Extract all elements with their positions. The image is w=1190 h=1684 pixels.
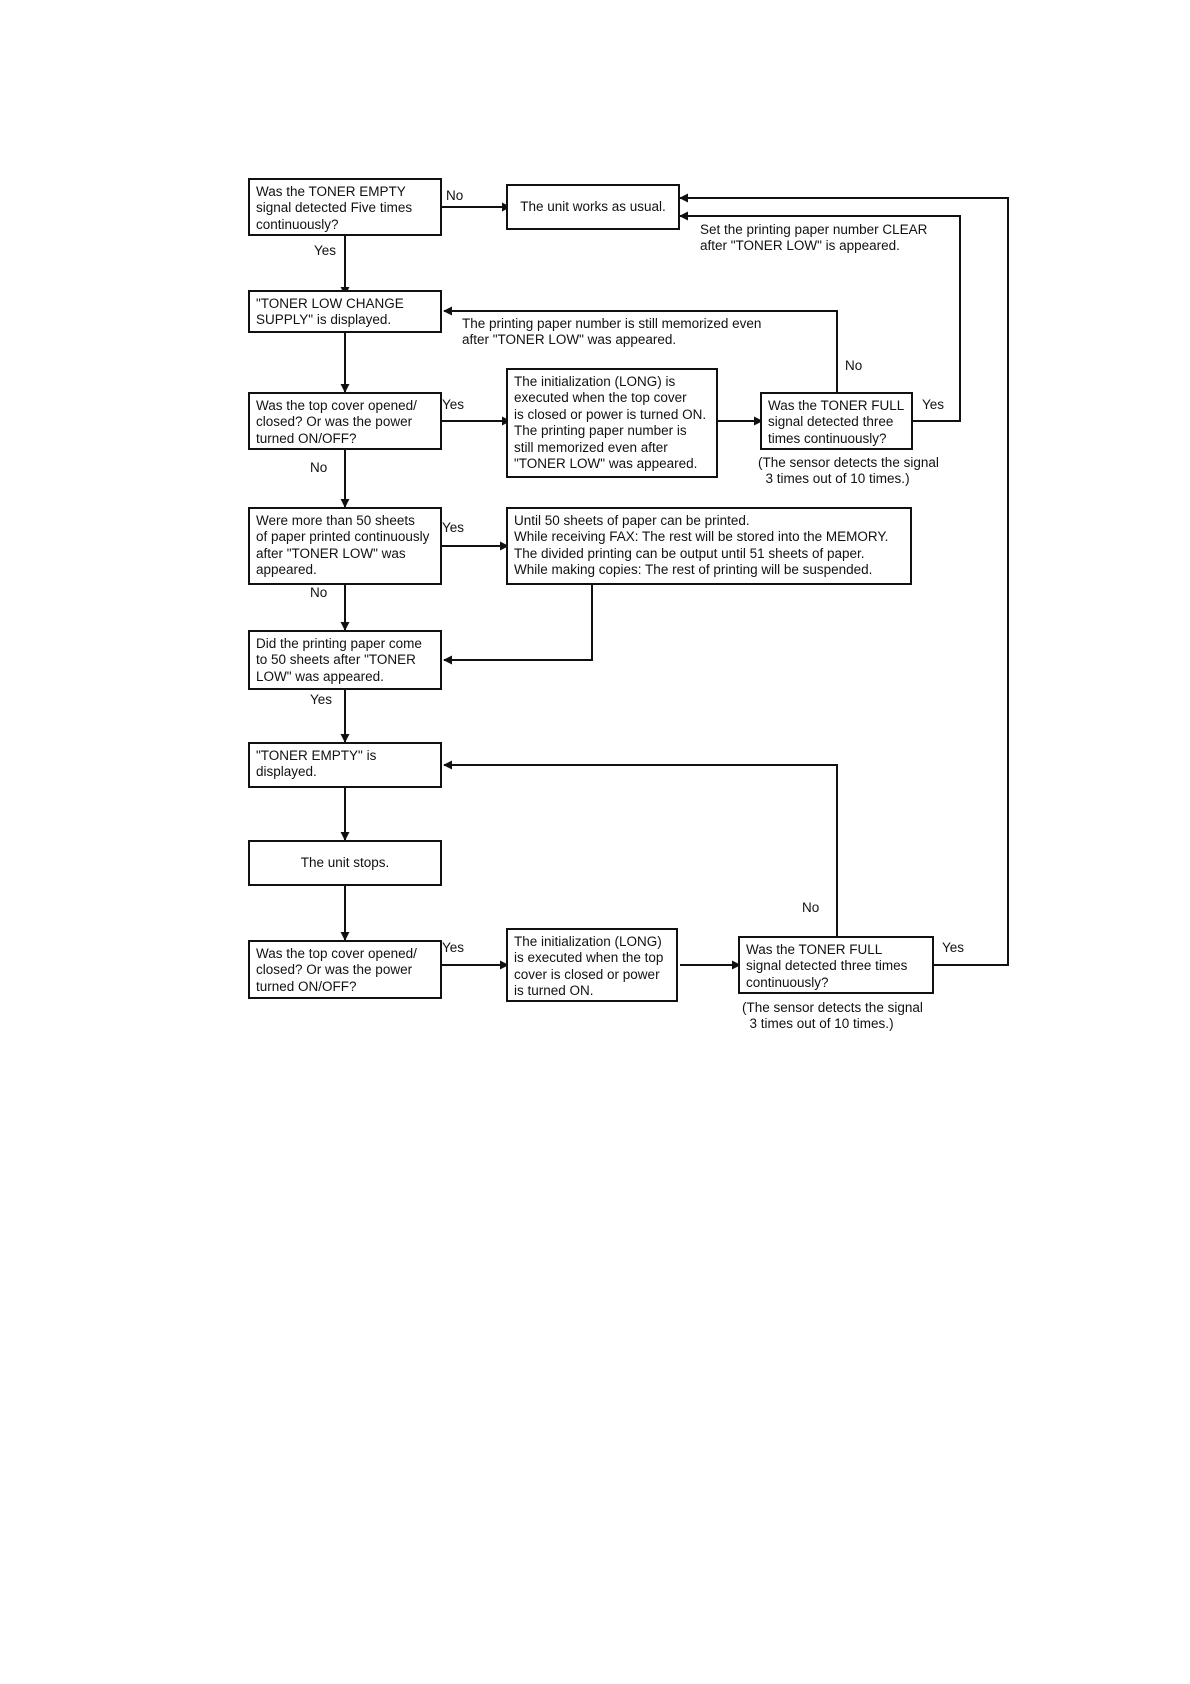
- toner-empty-displayed-box: "TONER EMPTY" is displayed.: [248, 742, 442, 788]
- sensor-note: (The sensor detects the signal 3 times o…: [742, 1000, 923, 1032]
- label-yes: Yes: [442, 940, 465, 955]
- cover-check-2-box: Was the top cover opened/ closed? Or was…: [248, 940, 442, 999]
- label-yes: Yes: [310, 692, 333, 707]
- toner-empty-check-box: Was the TONER EMPTY signal detected Five…: [248, 178, 442, 236]
- unit-stops-box: The unit stops.: [248, 840, 442, 886]
- label-no: No: [802, 900, 820, 915]
- cover-check-1-box: Was the top cover opened/ closed? Or was…: [248, 392, 442, 450]
- label-no: No: [845, 358, 863, 373]
- connector-full1-yes-to-works: [679, 211, 961, 422]
- label-yes: Yes: [442, 520, 465, 535]
- sensor-note: (The sensor detects the signal 3 times o…: [758, 455, 939, 487]
- connector-full2-yes-to-works: [679, 193, 1009, 966]
- toner-full-check-2-box: Was the TONER FULL signal detected three…: [738, 936, 934, 994]
- init-long-1-box: The initialization (LONG) is executed wh…: [506, 368, 718, 478]
- label-yes: Yes: [922, 397, 945, 412]
- toner-low-displayed-box: "TONER LOW CHANGE SUPPLY" is displayed.: [248, 290, 442, 333]
- unit-works-box: The unit works as usual.: [506, 184, 680, 230]
- toner-full-check-1-box: Was the TONER FULL signal detected three…: [760, 392, 913, 450]
- label-yes: Yes: [314, 243, 337, 258]
- connector-until50-to-paper50: [443, 585, 593, 665]
- label-yes: Yes: [442, 397, 465, 412]
- sheets-check-box: Were more than 50 sheets of paper printe…: [248, 507, 442, 585]
- clear-note: Set the printing paper number CLEAR afte…: [700, 222, 928, 254]
- label-no: No: [310, 585, 328, 600]
- init-long-2-box: The initialization (LONG) is executed wh…: [506, 928, 678, 1002]
- label-no: No: [310, 460, 328, 475]
- label-no: No: [446, 188, 464, 203]
- connector-full2-no-to-empty: [443, 760, 838, 936]
- memorized-note: The printing paper number is still memor…: [462, 316, 762, 348]
- paper-50-check-box: Did the printing paper come to 50 sheets…: [248, 630, 442, 690]
- until-50-sheets-box: Until 50 sheets of paper can be printed.…: [506, 507, 912, 585]
- connector-full1-no-to-low: [443, 306, 838, 392]
- label-yes: Yes: [942, 940, 965, 955]
